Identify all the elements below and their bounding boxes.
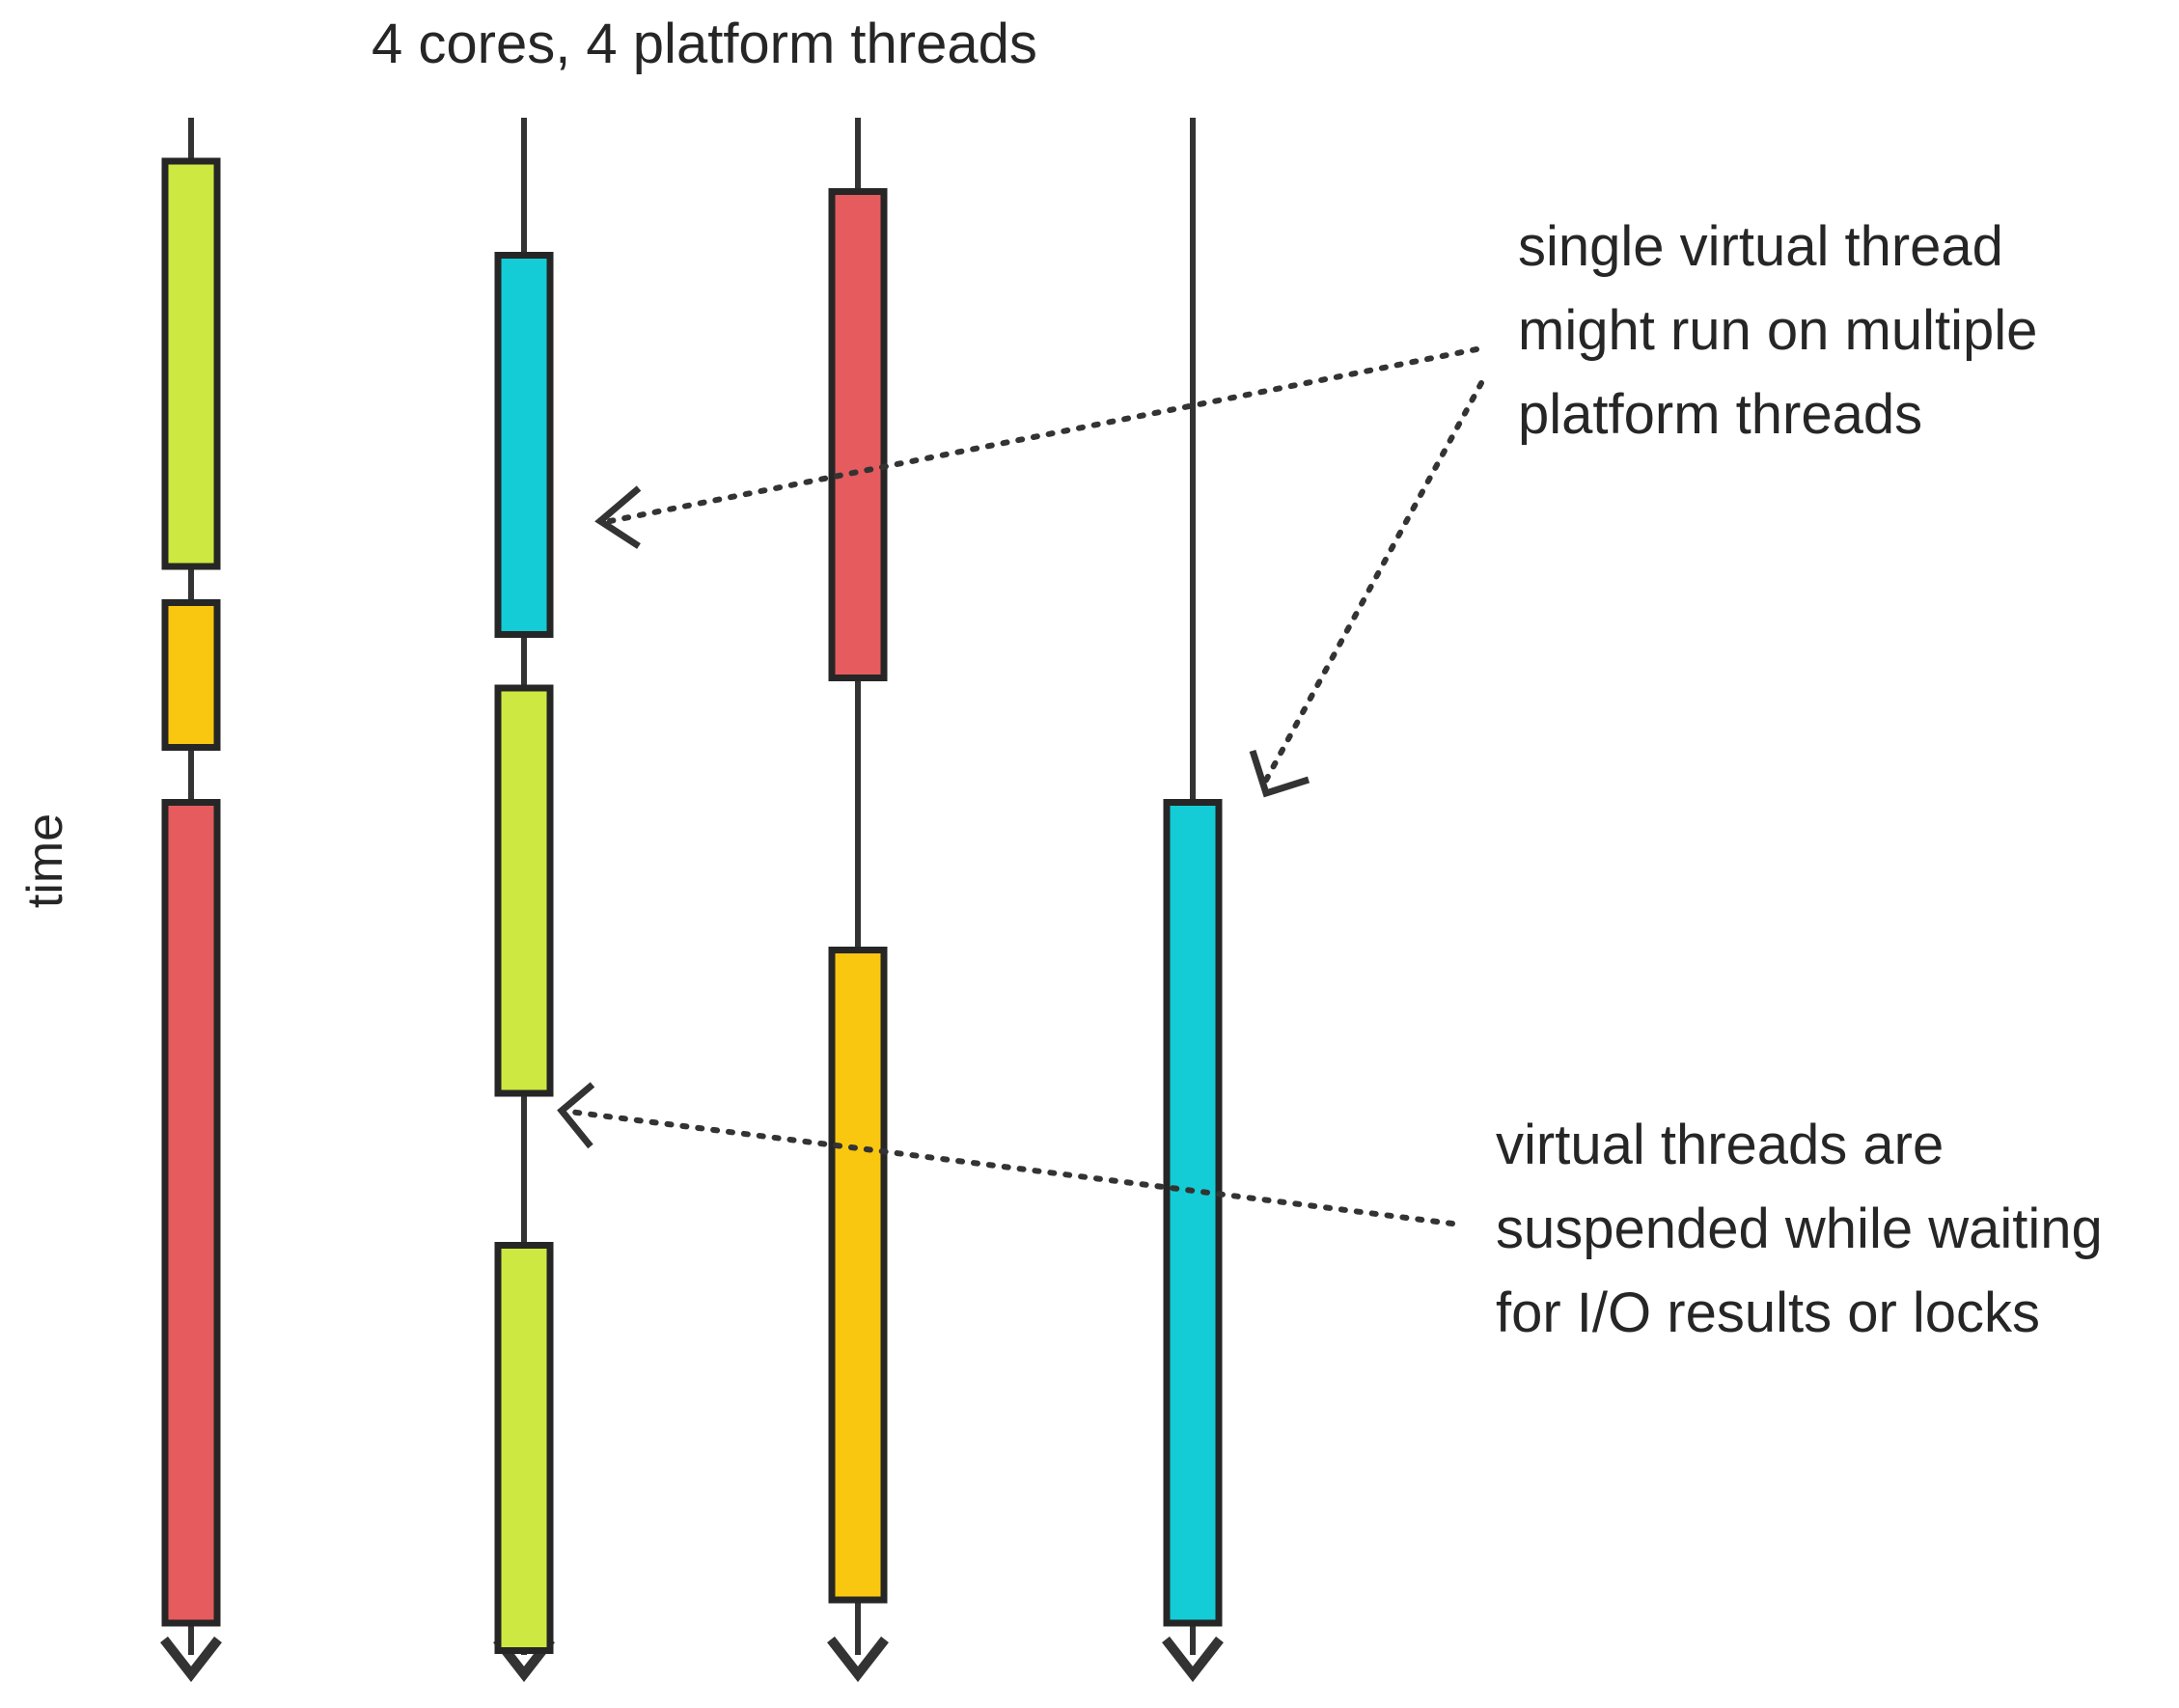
platform-thread-3 bbox=[827, 118, 889, 1683]
migration-note-line-2: might run on multiple bbox=[1518, 299, 2037, 362]
diagram-title: 4 cores, 4 platform threads bbox=[372, 13, 1037, 75]
platform-thread-4 bbox=[1162, 118, 1224, 1683]
virtual-thread-segment-cyan bbox=[494, 252, 554, 638]
suspension-arrowhead-thread-2 bbox=[557, 1082, 595, 1149]
migration-arrow-to-thread-2 bbox=[607, 346, 1479, 524]
suspension-arrow-to-thread-2 bbox=[566, 1109, 1455, 1226]
platform-threads bbox=[160, 118, 1224, 1683]
virtual-thread-segment-yellow bbox=[161, 599, 221, 751]
migration-note-line-1: single virtual thread bbox=[1518, 215, 2003, 278]
migration-note-line-3: platform threads bbox=[1518, 383, 1922, 446]
virtual-thread-segment-red bbox=[161, 799, 221, 1627]
platform-thread-2 bbox=[493, 118, 555, 1683]
time-arrowhead bbox=[1162, 1636, 1224, 1683]
migration-arrow-to-thread-4 bbox=[1261, 380, 1484, 786]
migration-arrowhead-thread-4 bbox=[1249, 749, 1310, 798]
virtual-thread-segment-green bbox=[494, 1242, 554, 1654]
migration-arrows bbox=[594, 346, 1484, 798]
virtual-thread-segment-yellow bbox=[828, 947, 888, 1604]
suspension-annotation: virtual threads are suspended while wait… bbox=[1496, 1114, 2103, 1344]
virtual-thread-segment-green bbox=[494, 684, 554, 1097]
virtual-thread-segment-cyan bbox=[1163, 799, 1223, 1627]
suspension-arrows bbox=[557, 1082, 1455, 1226]
suspension-note-line-2: suspended while waiting bbox=[1496, 1198, 2103, 1260]
suspension-note-line-1: virtual threads are bbox=[1496, 1114, 1944, 1176]
virtual-thread-segment-red bbox=[828, 188, 888, 681]
time-axis-label: time bbox=[17, 813, 73, 908]
migration-arrowhead-thread-2 bbox=[594, 485, 642, 549]
suspension-note-line-3: for I/O results or locks bbox=[1496, 1281, 2040, 1344]
virtual-thread-segment-green bbox=[161, 157, 221, 570]
time-arrowhead bbox=[827, 1636, 889, 1683]
migration-annotation: single virtual thread might run on multi… bbox=[1518, 215, 2037, 446]
time-arrowhead bbox=[160, 1636, 222, 1683]
platform-thread-1 bbox=[160, 118, 222, 1683]
